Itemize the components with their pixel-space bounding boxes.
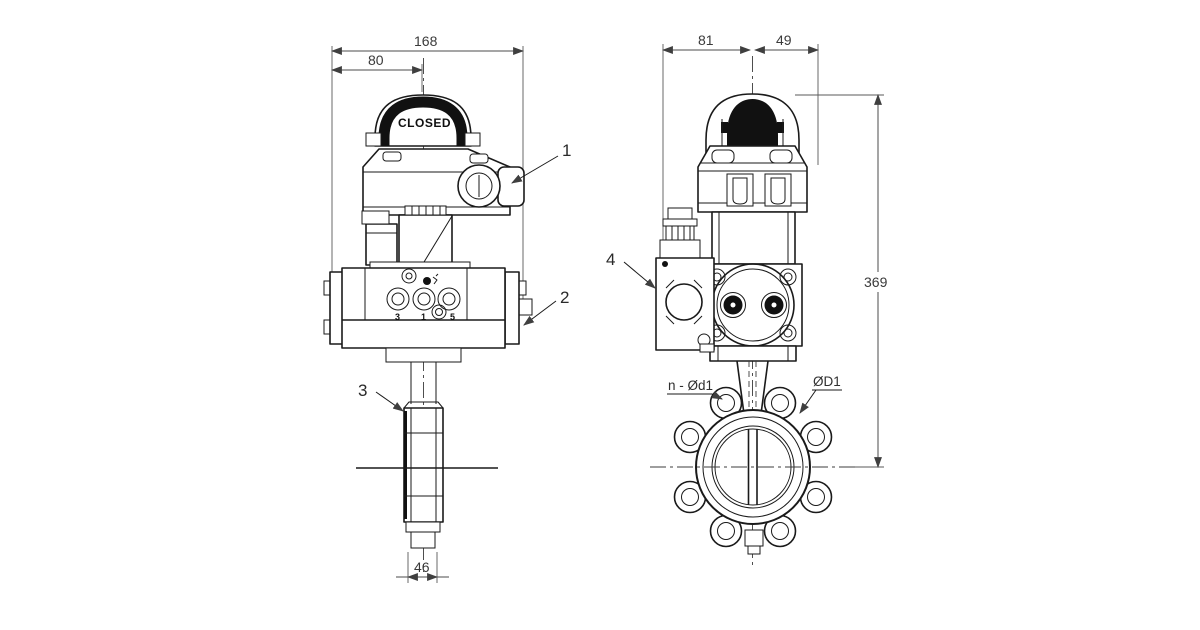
limit-switch-box [362, 148, 525, 216]
dome-indicator: CLOSED [365, 94, 481, 147]
actuator-port-panel [364, 267, 468, 321]
actuator-end [702, 211, 803, 362]
mounting-bracket [361, 205, 453, 269]
port-number-right: 5 [450, 312, 455, 322]
callout-actuator: 2 [523, 288, 569, 326]
annotation-bolt-holes: n - Ød1 [667, 378, 723, 400]
solenoid-valve [655, 207, 715, 353]
indicator-closed-text: CLOSED [398, 116, 451, 130]
callout-1-label: 1 [562, 141, 571, 160]
conduit-cap [497, 166, 525, 207]
side-view: 81 49 369 [606, 32, 888, 565]
dim-80-label: 80 [368, 52, 384, 68]
lug-holes [681, 394, 825, 540]
pilot-block [365, 223, 398, 266]
flange-diameter-label: ØD1 [813, 374, 841, 389]
dimension-center-offset: 80 [330, 52, 424, 92]
callout-switch-box: 1 [511, 141, 571, 184]
actuator-base-plate [385, 347, 462, 363]
namur-mark [432, 273, 439, 285]
callout-valve-body: 3 [358, 381, 404, 412]
dim-49-label: 49 [776, 32, 792, 48]
dimension-bottom-width: 46 [396, 552, 449, 583]
actuator-base-flange [709, 345, 797, 362]
actuator-end-cap-right [504, 271, 520, 345]
bottom-stem-cap [410, 531, 436, 549]
valve-front-view [650, 386, 856, 555]
end-cap-boss [518, 298, 533, 316]
callout-2-label: 2 [560, 288, 569, 307]
limit-switch-box-side [697, 145, 808, 213]
callout-3-label: 3 [358, 381, 367, 400]
dim-168-label: 168 [414, 33, 438, 49]
dim-81-label: 81 [698, 32, 714, 48]
pneumatic-actuator: 3 1 5 [323, 261, 533, 363]
dimension-height-369: 369 [795, 93, 888, 469]
port-number-center: 1 [421, 312, 426, 322]
dimension-right-49: 49 [753, 32, 820, 165]
dimension-left-81: 81 [661, 32, 752, 256]
actuator-mount-plate [702, 263, 803, 347]
port-number-left: 3 [395, 312, 400, 322]
indicator-dot [423, 277, 431, 285]
dim-46-label: 46 [414, 559, 430, 575]
callout-4-label: 4 [606, 250, 615, 269]
annotation-flange-diameter: ØD1 [799, 374, 842, 414]
bolt-holes-label: n - Ød1 [668, 378, 713, 393]
valve-body-profile [403, 407, 444, 523]
bottom-shaft-cap [744, 529, 764, 547]
callout-solenoid: 4 [606, 250, 656, 289]
dim-369-label: 369 [864, 274, 888, 290]
front-view: 168 80 CLOSED [323, 33, 571, 583]
valve-body-side-profile [356, 362, 498, 549]
solenoid-body [655, 257, 715, 351]
